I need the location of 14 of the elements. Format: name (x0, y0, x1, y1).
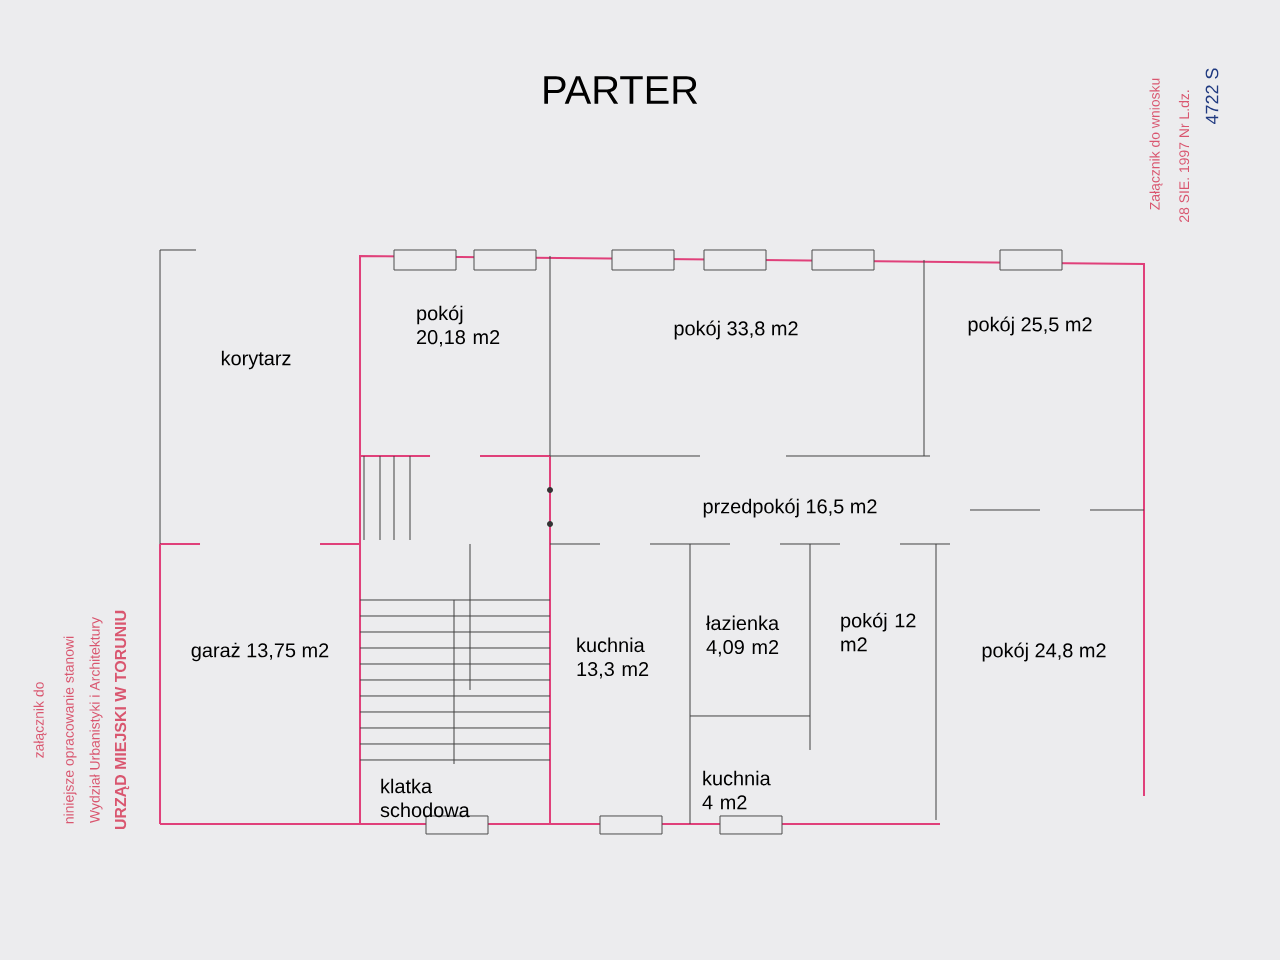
room-label: pokój 33,8 m2 (674, 320, 798, 340)
room-label: łazienka 4,09 m2 (706, 615, 780, 657)
room-label: kuchnia 4 m2 (702, 770, 771, 810)
room-label: korytarz (221, 350, 291, 370)
room-label: kuchnia 13,3 m2 (577, 637, 649, 679)
room-label: pokój 12 m2 (841, 612, 916, 652)
room-label: pokój 24,8 m2 (982, 642, 1106, 662)
room-label: pokój 25,5 m2 (968, 316, 1092, 336)
room-label: garaż 13,75 m2 (191, 642, 329, 662)
room-label: klatka schodowa (380, 778, 470, 818)
plan-title: PARTER (544, 76, 698, 104)
room-label: przedpokój 16,5 m2 (703, 498, 877, 518)
stamp-text: 4722 S (1205, 68, 1219, 124)
room-label: pokój 20,18 m2 (417, 305, 500, 347)
